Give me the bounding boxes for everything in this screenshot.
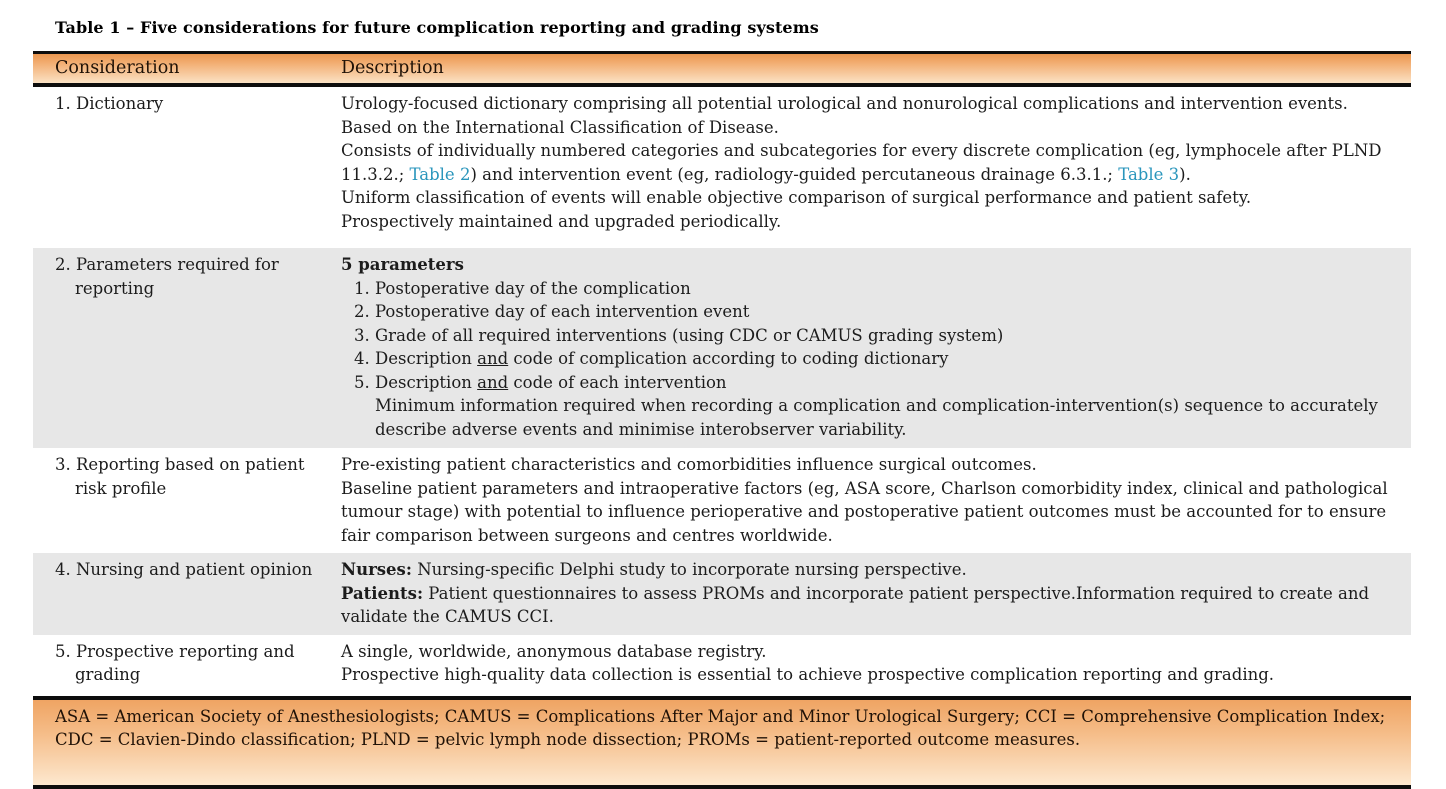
table-header-row: Consideration Description [33,54,1411,87]
underlined-word: and [477,372,509,392]
description-text: Nursing-specific Delphi study to incorpo… [411,560,967,579]
list-item-segment: Description [375,349,478,368]
list-item-text: Postoperative day of the complication [375,278,691,298]
underlined-word: and [477,349,509,368]
list-item-number: 3. [354,325,370,345]
parameter-list-item: 4. Description and code of complication … [341,347,1389,371]
parameter-list-item: 1. Postoperative day of the complication [341,277,1389,301]
consideration-line: 4. Nursing and patient opinion [55,560,313,579]
consideration-line: 3. Reporting based on patient [55,455,305,474]
description-line: Consists of individually numbered catego… [341,139,1389,186]
table-row-dictionary: 1. Dictionary Urology-focused dictionary… [33,87,1411,248]
parameters-heading: 5 parameters [341,255,464,274]
list-item-text: Description and code of complication acc… [375,347,1389,371]
description-cell: A single, worldwide, anonymous database … [341,640,1411,687]
table-row-parameters: 2. Parameters required for reporting 5 p… [33,248,1411,448]
list-item-number: 1. [354,278,370,298]
description-cell: Pre-existing patient characteristics and… [341,453,1411,547]
description-line: Prospectively maintained and upgraded pe… [341,211,782,231]
list-item-segment: Description [375,372,478,392]
parameters-note: Minimum information required when record… [375,396,1378,439]
list-item-number: 4. [354,349,370,368]
list-item-segment: code of each intervention [508,372,727,392]
patients-label: Patients: [341,583,424,603]
description-text: Consists of individually numbered catego… [341,141,1382,184]
footnote-text: ASA = American Society of Anesthesiologi… [55,706,1386,750]
list-item-text: Description and code of each interventio… [375,371,1389,395]
list-item-segment: code of complication according to coding… [508,349,949,368]
table-1: Consideration Description 1. Dictionary … [33,51,1411,789]
table-caption: Table 1 – Five considerations for future… [55,18,819,37]
description-line: Nurses: Nursing-specific Delphi study to… [341,558,1389,582]
description-line: Prospective high-quality data collection… [341,665,1275,684]
parameter-list-item: 5. Description and code of each interven… [341,371,1389,395]
list-item-number: 5. [354,372,370,392]
list-item-text: Postoperative day of each intervention e… [375,302,750,321]
consideration-line: reporting [75,278,155,298]
consideration-line: grading [75,665,141,684]
list-item-text: Grade of all required interventions (usi… [375,325,1004,345]
description-line: Urology-focused dictionary comprising al… [341,94,1348,113]
consideration-line: 1. Dictionary [55,94,164,113]
description-line: Patients: Patient questionnaires to asse… [341,582,1389,629]
description-line: A single, worldwide, anonymous database … [341,641,767,661]
description-cell: 5 parameters 1. Postoperative day of the… [341,253,1411,441]
description-text: Patient questionnaires to assess PROMs a… [341,583,1370,627]
consideration-cell: 2. Parameters required for reporting [33,253,341,441]
description-line: Based on the International Classificatio… [341,117,779,137]
consideration-line: 5. Prospective reporting and [55,641,295,661]
list-item-number: 2. [354,302,370,321]
description-line: Pre-existing patient characteristics and… [341,455,1037,474]
consideration-line: risk profile [75,478,167,498]
description-text: ) and intervention event (eg, radiology-… [470,164,1119,184]
column-header-description: Description [341,58,444,78]
consideration-line: 2. Parameters required for [55,255,279,274]
table-row-nursing-patient-opinion: 4. Nursing and patient opinion Nurses: N… [33,553,1411,635]
consideration-cell: 5. Prospective reporting and grading [33,640,341,687]
column-header-consideration: Consideration [55,58,180,78]
description-cell: Urology-focused dictionary comprising al… [341,92,1411,233]
table-3-link[interactable]: Table 3 [1118,164,1180,184]
description-text: ). [1179,164,1191,184]
description-line: Baseline patient parameters and intraope… [341,478,1388,545]
parameter-list-item: 2. Postoperative day of each interventio… [341,300,1389,324]
abbreviations-footnote: ASA = American Society of Anesthesiologi… [33,695,1411,789]
consideration-cell: 3. Reporting based on patient risk profi… [33,453,341,547]
description-cell: Nurses: Nursing-specific Delphi study to… [341,558,1411,629]
table-2-link[interactable]: Table 2 [409,164,471,184]
parameter-list-item: 3. Grade of all required interventions (… [341,324,1389,348]
consideration-cell: 1. Dictionary [33,92,341,233]
consideration-cell: 4. Nursing and patient opinion [33,558,341,629]
description-line: Uniform classification of events will en… [341,188,1252,207]
table-row-risk-profile: 3. Reporting based on patient risk profi… [33,448,1411,553]
nurses-label: Nurses: [341,560,412,579]
table-row-prospective-reporting: 5. Prospective reporting and grading A s… [33,635,1411,696]
